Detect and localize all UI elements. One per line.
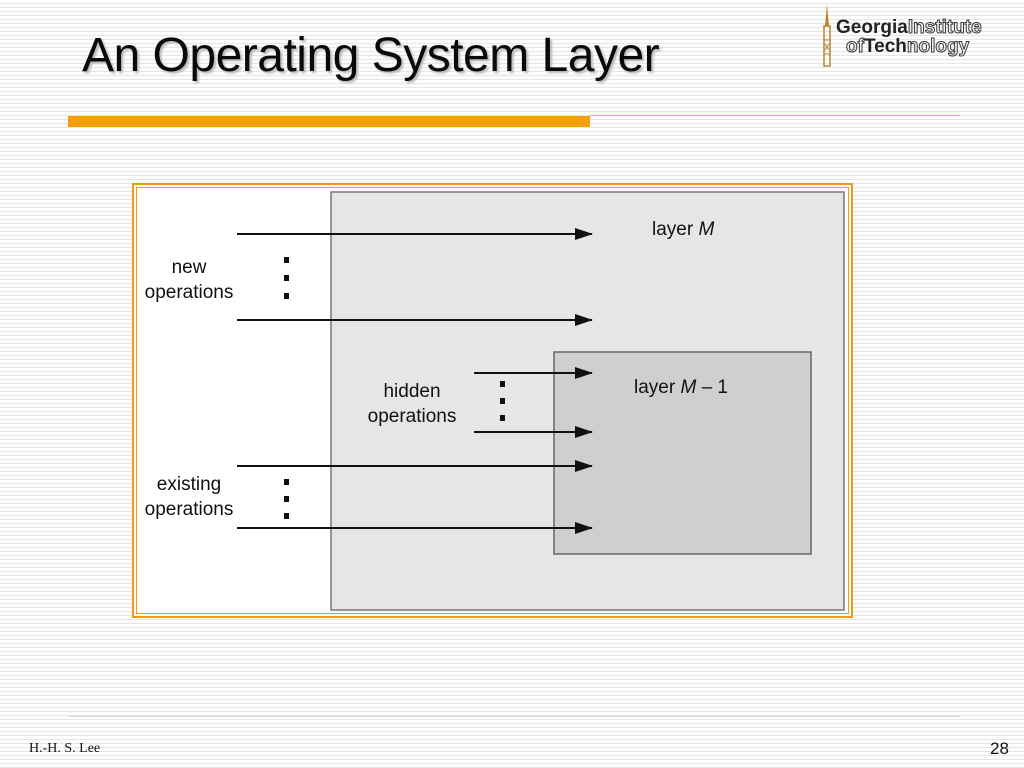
- logo-institute: Institute: [907, 17, 982, 38]
- logo-georgia: Georgia: [836, 17, 908, 38]
- new-op-ellipsis: [284, 257, 289, 299]
- title-accent-bar: [68, 116, 590, 127]
- logo-tech: Tech: [863, 36, 907, 57]
- logo-wordmark: GeorgiaInstitute ofTechnology: [836, 17, 982, 57]
- layer-m-minus-1-label: layer M – 1: [634, 377, 728, 398]
- logo-of: of: [846, 36, 865, 57]
- title-divider-line: [590, 115, 960, 116]
- footer-author: H.-H. S. Lee: [29, 741, 101, 756]
- slide-title: An Operating System Layer: [82, 29, 660, 82]
- layer-m-label: layer M: [652, 219, 714, 240]
- layer-m-minus-1-box: [553, 351, 812, 555]
- existing-op-ellipsis: [284, 479, 289, 519]
- page-number: 28: [990, 739, 1009, 758]
- logo-nology: nology: [906, 36, 970, 57]
- tech-tower-icon: [823, 4, 831, 67]
- footer-divider-line: [68, 716, 960, 717]
- georgia-tech-logo: GeorgiaInstitute ofTechnology: [820, 4, 1016, 68]
- hidden-op-ellipsis: [500, 381, 505, 421]
- figure-inner-border: [136, 187, 849, 614]
